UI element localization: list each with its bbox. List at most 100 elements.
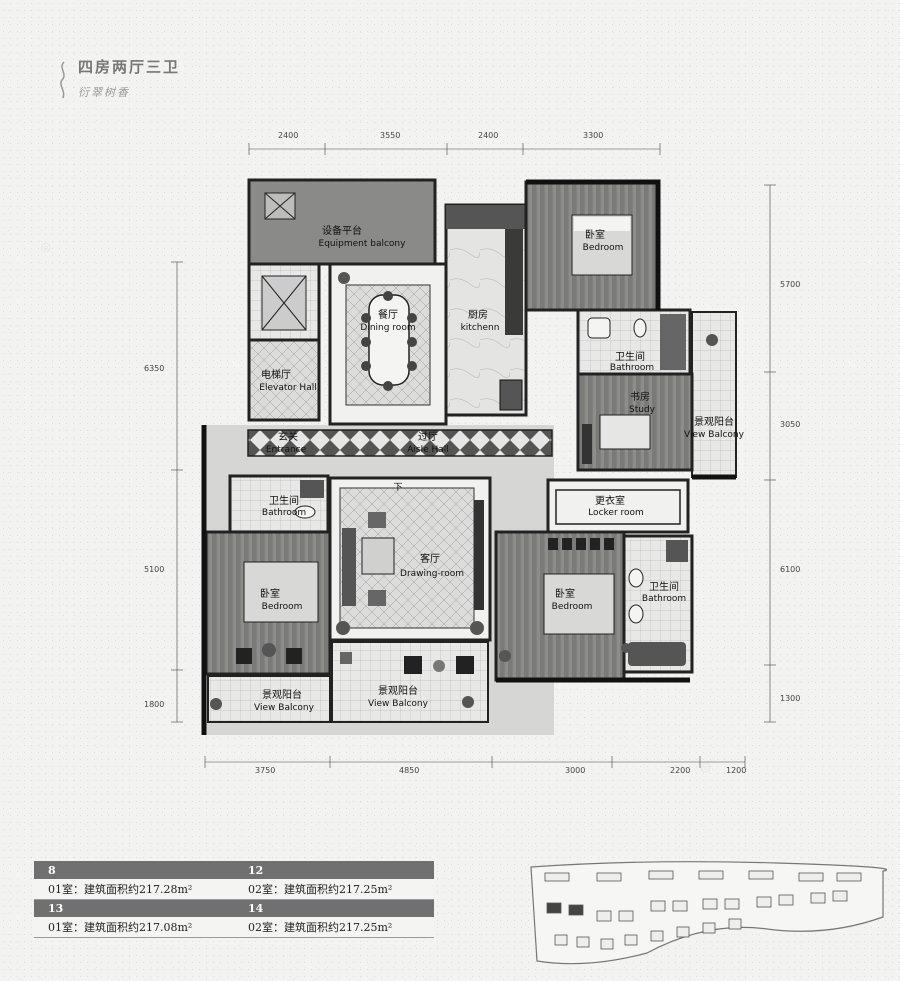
view-balcony-s-label-en: View Balcony xyxy=(368,699,429,709)
bath-se-label-en: Bathroom xyxy=(642,594,686,604)
dim-top-4: 3300 xyxy=(583,131,604,140)
balcony-furniture-icon xyxy=(340,652,474,674)
locker-label-en: Locker room xyxy=(588,508,644,518)
dim-right-4: 1300 xyxy=(780,694,801,703)
desk-icon xyxy=(599,414,651,450)
bedroom-w-label-cn: 卧室 xyxy=(260,587,280,600)
dining-chairs-icon xyxy=(361,291,417,391)
kitchen-label-cn: 厨房 xyxy=(468,308,488,321)
dining-label-en: Dining room xyxy=(360,323,415,333)
dim-left-1: 6350 xyxy=(144,364,165,373)
bedroom-se-label-cn: 卧室 xyxy=(555,587,575,600)
sink-icon xyxy=(587,317,611,339)
table-row: 01室：建筑面积约217.28m² 02室：建筑面积约217.25m² xyxy=(34,879,434,900)
view-balcony-s-label-cn: 景观阳台 xyxy=(378,684,418,697)
view-balcony-sw-label-en: View Balcony xyxy=(254,703,315,713)
bedroom-se-label-en: Bedroom xyxy=(552,602,593,612)
toilet-icon xyxy=(294,505,316,519)
sofa-icon xyxy=(342,528,356,606)
kitchen-counter xyxy=(505,205,523,335)
armchair-icon xyxy=(368,590,386,606)
bath-w-label-cn: 卫生间 xyxy=(269,494,299,507)
dim-top-1: 2400 xyxy=(278,131,299,140)
view-balcony-sw-label-cn: 景观阳台 xyxy=(262,688,302,701)
plan-title: 四房两厅三卫 xyxy=(78,58,181,76)
bedroom-ne-label-cn: 卧室 xyxy=(585,228,605,241)
exterior-walls xyxy=(201,179,736,735)
bath-se-label-cn: 卫生间 xyxy=(649,580,679,593)
dining-label-cn: 餐厅 xyxy=(378,308,398,321)
view-balcony-south xyxy=(331,641,489,723)
armchairs-icon xyxy=(236,643,302,664)
view-balcony-e-label-en: View Balcony xyxy=(684,430,745,440)
equipment-label-cn: 设备平台 xyxy=(322,224,362,237)
bath-w-label-en: Bathroom xyxy=(262,508,306,518)
dim-top-2: 3550 xyxy=(380,131,401,140)
dim-bottom-1: 3750 xyxy=(255,766,276,775)
table-cell: 12 xyxy=(234,861,434,879)
locker-label-cn: 更衣室 xyxy=(595,494,625,507)
dim-left-3: 1800 xyxy=(144,700,165,709)
bookshelf-icon xyxy=(582,424,592,464)
bathtub-icon xyxy=(628,642,686,666)
dim-right-3: 6100 xyxy=(780,565,801,574)
dim-right-1: 5700 xyxy=(780,280,801,289)
kitchen-label-en: kitchenn xyxy=(461,323,500,333)
bed-icon xyxy=(543,573,615,635)
brush-ornament-icon xyxy=(60,61,65,99)
wardrobe-icon xyxy=(548,538,614,550)
tv-cabinet-icon xyxy=(474,500,484,610)
bath-ne-label-en: Bathroom xyxy=(610,363,654,373)
drawing-rug xyxy=(339,487,475,629)
dim-left-2: 5100 xyxy=(144,565,165,574)
elevator-label-en: Elevator Hall xyxy=(259,383,316,393)
site-map xyxy=(530,861,887,965)
shower-icon xyxy=(666,540,688,562)
bedroom-w-label-en: Bedroom xyxy=(262,602,303,612)
table-cell: 13 xyxy=(34,899,234,917)
toilet-icon xyxy=(633,318,647,338)
bedroom-ne-label-en: Bedroom xyxy=(583,243,624,253)
study-label-en: Study xyxy=(629,405,656,415)
dim-bottom-4: 2200 xyxy=(670,766,691,775)
drawing-label-en: Drawing-room xyxy=(400,569,464,579)
dim-bottom-3: 3000 xyxy=(565,766,586,775)
down-arrow-label: 下 xyxy=(393,483,402,493)
plan-subtitle: 衍翠树香 xyxy=(78,86,130,99)
table-row: 01室：建筑面积约217.08m² 02室：建筑面积约217.25m² xyxy=(34,917,434,938)
elevator-label-cn: 电梯厅 xyxy=(261,368,291,381)
armchair-icon xyxy=(368,512,386,528)
equipment-label-en: Equipment balcony xyxy=(319,239,407,249)
sink-icon xyxy=(628,568,644,588)
shower-icon xyxy=(300,480,324,498)
table-cell: 14 xyxy=(234,899,434,917)
dim-top-3: 2400 xyxy=(478,131,499,140)
drawing-label-cn: 客厅 xyxy=(420,552,440,565)
bath-ne-label-cn: 卫生间 xyxy=(615,350,645,363)
dining-table-icon xyxy=(368,294,410,386)
table-cell: 02室：建筑面积约217.25m² xyxy=(234,917,434,938)
aisle-label-en: Aisle Hall xyxy=(407,445,449,455)
table-cell: 02室：建筑面积约217.25m² xyxy=(234,879,434,900)
dimension-lines xyxy=(171,143,776,768)
shower-icon xyxy=(660,314,686,370)
table-row: 13 14 xyxy=(34,899,434,917)
entrance-label-en: Entrance xyxy=(266,445,307,455)
area-table: 8 12 01室：建筑面积约217.28m² 02室：建筑面积约217.25m²… xyxy=(34,861,434,938)
view-balcony-southwest xyxy=(207,675,331,723)
dim-right-2: 3050 xyxy=(780,420,801,429)
coffee-table-icon xyxy=(361,537,395,575)
dim-bottom-5: 1200 xyxy=(726,766,747,775)
elevator-hall xyxy=(247,338,321,422)
toilet-icon xyxy=(628,604,644,624)
aisle-label-cn: 过厅 xyxy=(418,430,438,443)
table-cell: 01室：建筑面积约217.08m² xyxy=(34,917,234,938)
view-balcony-e-label-cn: 景观阳台 xyxy=(694,415,734,428)
table-cell: 8 xyxy=(34,861,234,879)
dim-bottom-2: 4850 xyxy=(399,766,420,775)
table-row: 8 12 xyxy=(34,861,434,879)
table-cell: 01室：建筑面积约217.28m² xyxy=(34,879,234,900)
aisle-hall xyxy=(247,429,553,457)
plant-icons xyxy=(210,272,718,710)
